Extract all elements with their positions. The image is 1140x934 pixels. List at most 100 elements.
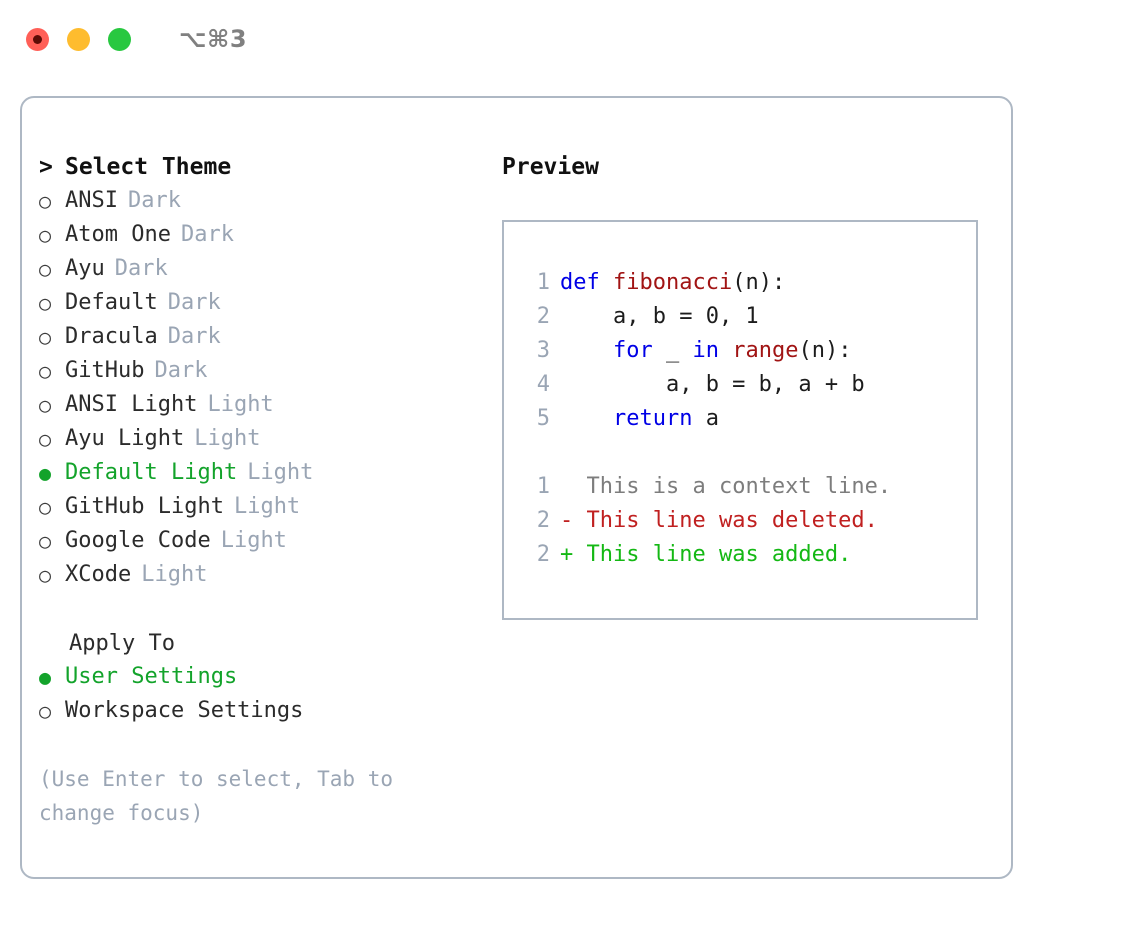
theme-badge: Light bbox=[220, 528, 287, 553]
apply-to-option-workspace-settings[interactable]: ○ Workspace Settings bbox=[39, 694, 479, 728]
code-token: a, b = 0, 1 bbox=[560, 304, 759, 329]
theme-option-ansi-dark[interactable]: ○ ANSI Dark bbox=[39, 184, 479, 218]
radio-unselected-icon: ○ bbox=[39, 529, 52, 553]
code-token: fibonacci bbox=[612, 270, 733, 295]
code-line: 2 a, b = 0, 1 bbox=[504, 300, 976, 334]
code-token bbox=[560, 402, 613, 436]
code-token: def bbox=[560, 270, 613, 295]
theme-badge: Dark bbox=[127, 188, 181, 213]
preview-column: Preview 1 def fibonacci(n): 2 a, b = 0, … bbox=[502, 150, 997, 620]
radio-unselected-icon: ○ bbox=[39, 291, 52, 315]
radio-unselected-icon: ○ bbox=[39, 699, 52, 723]
theme-option-default-light[interactable]: ● Default Light Light bbox=[39, 456, 479, 490]
theme-badge: Light bbox=[207, 392, 274, 417]
code-line: 4 a, b = b, a + b bbox=[504, 368, 976, 402]
line-number: 1 bbox=[536, 270, 550, 295]
diff-line-added: 2 + This line was added. bbox=[504, 538, 976, 572]
diff-text: This line was deleted. bbox=[586, 508, 878, 533]
theme-badge: Light bbox=[141, 562, 208, 587]
theme-label: Default bbox=[65, 290, 158, 315]
list-spacer bbox=[39, 592, 479, 626]
line-number: 2 bbox=[536, 508, 550, 533]
theme-label: Ayu Light bbox=[65, 426, 185, 451]
theme-option-atom-one-dark[interactable]: ○ Atom One Dark bbox=[39, 218, 479, 252]
theme-label: Atom One bbox=[65, 222, 171, 247]
diff-line-deleted: 2 - This line was deleted. bbox=[504, 504, 976, 538]
minimize-window-button[interactable] bbox=[67, 27, 90, 51]
theme-badge: Dark bbox=[154, 358, 208, 383]
radio-unselected-icon: ○ bbox=[39, 325, 52, 349]
prompt-arrow-icon: > bbox=[39, 154, 53, 180]
theme-option-google-code[interactable]: ○ Google Code Light bbox=[39, 524, 479, 558]
radio-unselected-icon: ○ bbox=[39, 223, 52, 247]
code-token: (n): bbox=[732, 270, 786, 295]
code-token: range bbox=[732, 338, 799, 363]
theme-option-github-light[interactable]: ○ GitHub Light Light bbox=[39, 490, 479, 524]
code-token: _ bbox=[652, 338, 693, 363]
close-window-button[interactable] bbox=[26, 27, 49, 51]
theme-option-ayu-dark[interactable]: ○ Ayu Dark bbox=[39, 252, 479, 286]
theme-list-column: > Select Theme ○ ANSI Dark ○ Atom One Da… bbox=[39, 150, 479, 830]
theme-badge: Light bbox=[247, 460, 314, 485]
keyboard-hint-text: (Use Enter to select, Tab to change focu… bbox=[39, 767, 406, 825]
apply-to-option-user-settings[interactable]: ● User Settings bbox=[39, 660, 479, 694]
theme-label: XCode bbox=[65, 562, 132, 587]
code-token bbox=[560, 334, 613, 368]
diff-marker bbox=[560, 470, 587, 504]
line-number: 1 bbox=[536, 474, 550, 499]
line-number: 3 bbox=[536, 338, 550, 363]
diff-marker: + bbox=[560, 542, 587, 567]
line-number: 2 bbox=[536, 542, 550, 567]
radio-unselected-icon: ○ bbox=[39, 563, 52, 587]
title-bar: ⌥⌘3 bbox=[0, 0, 1140, 78]
select-theme-header: > Select Theme bbox=[39, 150, 479, 184]
diff-line-context: 1 This is a context line. bbox=[504, 470, 976, 504]
theme-badge: Light bbox=[194, 426, 261, 451]
radio-unselected-icon: ○ bbox=[39, 495, 52, 519]
theme-option-ansi-light[interactable]: ○ ANSI Light Light bbox=[39, 388, 479, 422]
diff-marker: - bbox=[560, 508, 587, 533]
radio-selected-icon: ● bbox=[39, 461, 52, 485]
code-line: 1 def fibonacci(n): bbox=[504, 266, 976, 300]
code-token: for bbox=[612, 338, 653, 363]
code-token bbox=[719, 334, 732, 368]
theme-label: GitHub bbox=[65, 358, 145, 383]
radio-unselected-icon: ○ bbox=[39, 189, 52, 213]
theme-label: ANSI bbox=[65, 188, 118, 213]
code-line: 5 return a bbox=[504, 402, 976, 436]
theme-option-dracula-dark[interactable]: ○ Dracula Dark bbox=[39, 320, 479, 354]
line-number: 4 bbox=[536, 372, 550, 397]
code-token: return bbox=[612, 406, 693, 431]
theme-option-default-dark[interactable]: ○ Default Dark bbox=[39, 286, 479, 320]
diff-text: This is a context line. bbox=[586, 474, 892, 499]
radio-unselected-icon: ○ bbox=[39, 359, 52, 383]
line-number: 2 bbox=[536, 304, 550, 329]
diff-text: This line was added. bbox=[586, 542, 852, 567]
theme-label: GitHub Light bbox=[65, 494, 224, 519]
code-token: in bbox=[692, 338, 719, 363]
radio-unselected-icon: ○ bbox=[39, 257, 52, 281]
select-theme-title: Select Theme bbox=[65, 154, 232, 180]
preview-title: Preview bbox=[502, 154, 599, 180]
theme-option-xcode[interactable]: ○ XCode Light bbox=[39, 558, 479, 592]
theme-label: Default Light bbox=[65, 460, 238, 485]
theme-option-ayu-light[interactable]: ○ Ayu Light Light bbox=[39, 422, 479, 456]
keyboard-shortcut-label: ⌥⌘3 bbox=[179, 25, 248, 53]
code-line: 3 for _ in range(n): bbox=[504, 334, 976, 368]
theme-badge: Dark bbox=[167, 290, 221, 315]
theme-badge: Dark bbox=[114, 256, 168, 281]
preview-box: 1 def fibonacci(n): 2 a, b = 0, 1 3 for … bbox=[502, 220, 978, 620]
radio-unselected-icon: ○ bbox=[39, 427, 52, 451]
theme-badge: Dark bbox=[180, 222, 234, 247]
code-token: a bbox=[692, 406, 719, 431]
theme-label: Google Code bbox=[65, 528, 211, 553]
theme-label: Dracula bbox=[65, 324, 158, 349]
code-blank-line bbox=[504, 436, 976, 470]
radio-selected-icon: ● bbox=[39, 665, 52, 689]
theme-selector-panel: > Select Theme ○ ANSI Dark ○ Atom One Da… bbox=[20, 96, 1013, 879]
maximize-window-button[interactable] bbox=[108, 27, 131, 51]
apply-to-label: User Settings bbox=[65, 664, 238, 689]
theme-option-github-dark[interactable]: ○ GitHub Dark bbox=[39, 354, 479, 388]
code-token: (n): bbox=[798, 338, 852, 363]
